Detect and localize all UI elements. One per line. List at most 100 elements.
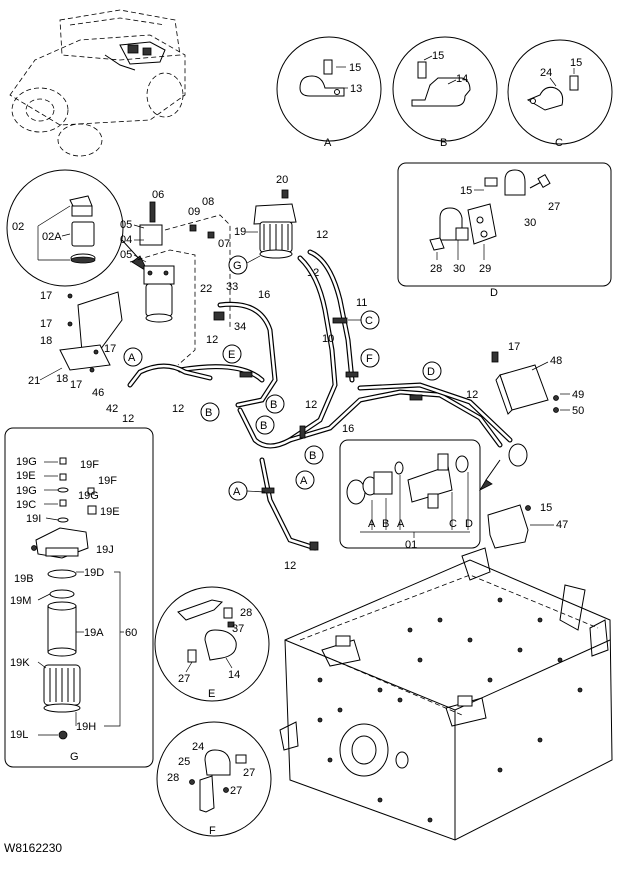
callout-g: G	[233, 260, 242, 272]
fuel-tank	[279, 547, 613, 841]
detail-f-title: F	[209, 825, 216, 837]
detail-b-bracket-clamp: 15 14 B	[392, 36, 498, 149]
label-22: 22	[200, 283, 212, 295]
hose-part-labels: 22 33 16 34 12 11 10 46 42 12 12 12 16 1…	[92, 281, 520, 572]
label-08: 08	[202, 196, 214, 208]
label-19g: 19G	[16, 485, 37, 497]
label-13: 13	[350, 83, 362, 95]
detail-g-filter-exploded: 19G 19F 19E 19F 19G 19G 19C 19I 19E 19J …	[4, 427, 154, 768]
label-19j: 19J	[96, 544, 114, 556]
fitting-letter-a: A	[397, 518, 405, 530]
label-19d: 19D	[84, 567, 104, 579]
label-12: 12	[206, 334, 218, 346]
label-17: 17	[40, 290, 52, 302]
drawing-code: W8162230	[4, 841, 62, 855]
label-19a: 19A	[84, 627, 104, 639]
label-19g: 19G	[78, 490, 99, 502]
label-50: 50	[572, 405, 584, 417]
label-19: 19	[234, 226, 246, 238]
label-02: 02	[12, 221, 24, 233]
label-11: 11	[356, 297, 367, 309]
fuel-hose-routing	[127, 249, 513, 551]
label-15: 15	[349, 62, 361, 74]
tractor-location-thumbnail	[9, 9, 186, 157]
fitting-letter-c: C	[449, 518, 457, 530]
label-19e: 19E	[16, 470, 36, 482]
detail-c-title: C	[555, 137, 563, 149]
callout-f: F	[366, 353, 373, 365]
label-30: 30	[453, 263, 465, 275]
tank-cover-and-bracket: 48 49 50 15 47	[487, 355, 584, 549]
mounting-bracket-21: 17 17 18 17 18 17 21	[28, 290, 123, 391]
label-28: 28	[240, 607, 252, 619]
label-29: 29	[479, 263, 491, 275]
detail-d-box: 15 27 30 28 30 29 D	[397, 162, 612, 299]
label-19f: 19F	[98, 475, 117, 487]
label-27: 27	[548, 201, 560, 213]
callout-b: B	[260, 420, 267, 432]
label-28: 28	[430, 263, 442, 275]
label-19h: 19H	[76, 721, 96, 733]
label-19c: 19C	[16, 499, 36, 511]
detail-a-title: A	[324, 137, 332, 149]
detail-filter-element: 02 02A	[6, 169, 149, 287]
detail-f-hose-bracket: 24 25 27 28 27 F	[156, 721, 272, 837]
sediment-bowl-assembly: 20 19 G 12 12	[228, 174, 328, 279]
label-15: 15	[460, 185, 472, 197]
hose-callouts: C F D E A B B B B A A	[123, 310, 442, 501]
label-07: 07	[218, 238, 230, 250]
detail-e-title: E	[208, 688, 215, 700]
label-19m: 19M	[10, 595, 31, 607]
label-19f: 19F	[80, 459, 99, 471]
callout-e: E	[228, 349, 235, 361]
label-15: 15	[540, 502, 552, 514]
callout-b: B	[309, 450, 316, 462]
callout-a: A	[128, 352, 136, 364]
callout-b: B	[270, 399, 277, 411]
label-19e: 19E	[100, 506, 120, 518]
label-19b: 19B	[14, 573, 34, 585]
label-04: 04	[120, 234, 132, 246]
fitting-letter-b: B	[382, 518, 389, 530]
label-19i: 19I	[26, 513, 41, 525]
detail-c-bracket-clamp: 24 15 C	[507, 39, 613, 149]
label-47: 47	[556, 519, 568, 531]
label-12: 12	[284, 560, 296, 572]
fuel-filter-assembly: 06 08 09 05 04 05 07	[120, 189, 231, 366]
label-02a: 02A	[42, 231, 62, 243]
callout-c: C	[365, 315, 373, 327]
label-20: 20	[276, 174, 288, 186]
label-06: 06	[152, 189, 164, 201]
label-27: 27	[243, 767, 255, 779]
fitting-letter-a: A	[368, 518, 376, 530]
label-24: 24	[192, 741, 204, 753]
label-16: 16	[258, 289, 270, 301]
label-19g: 19G	[16, 456, 37, 468]
detail-a-bracket-clamp: 15 13 A	[276, 36, 382, 149]
label-18: 18	[40, 335, 52, 347]
label-19l: 19L	[10, 729, 28, 741]
label-27: 27	[230, 785, 242, 797]
label-15: 15	[570, 57, 582, 69]
label-28: 28	[167, 772, 179, 784]
label-09: 09	[188, 206, 200, 218]
label-05: 05	[120, 219, 132, 231]
detail-pipe-fittings-box: A B A C D 01	[339, 439, 501, 551]
callout-b: B	[205, 407, 212, 419]
callout-d: D	[427, 366, 435, 378]
detail-b-title: B	[440, 137, 447, 149]
label-30: 30	[524, 217, 536, 229]
label-12: 12	[316, 229, 328, 241]
label-12: 12	[122, 413, 134, 425]
label-17: 17	[508, 341, 520, 353]
label-01: 01	[405, 539, 417, 551]
label-48: 48	[550, 355, 562, 367]
label-12: 12	[466, 389, 478, 401]
label-17: 17	[70, 379, 82, 391]
callout-a: A	[233, 486, 241, 498]
label-25: 25	[178, 756, 190, 768]
label-60: 60	[125, 627, 137, 639]
label-27: 27	[178, 673, 190, 685]
label-37: 37	[232, 623, 244, 635]
